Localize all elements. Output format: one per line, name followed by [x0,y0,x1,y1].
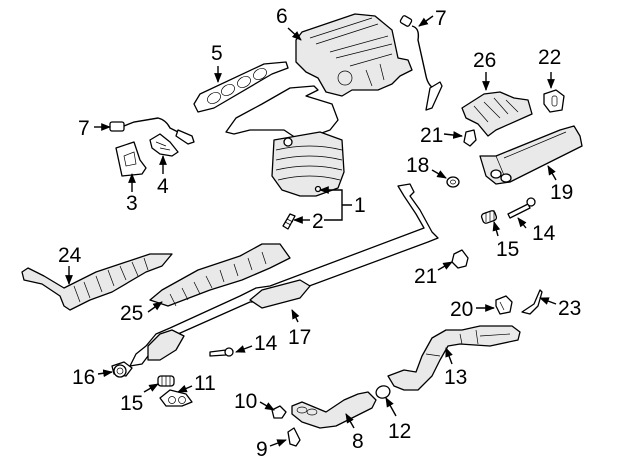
heat-shield-rear[interactable] [461,91,533,137]
gasket-ring-12[interactable] [374,384,391,400]
leader-1 [320,190,352,221]
callout-22[interactable]: 22 [538,46,561,69]
gasket-11[interactable] [159,389,193,407]
leader-19 [547,165,557,181]
callout-14-upper[interactable]: 14 [532,222,556,245]
bolt-upper[interactable] [507,197,536,219]
oxygen-sensor-upper[interactable] [399,15,443,111]
nut[interactable] [271,405,287,419]
gasket-ring-16[interactable] [113,364,127,378]
callout-21-lower[interactable]: 21 [414,265,437,288]
callout-19[interactable]: 19 [550,181,573,204]
front-pipe[interactable] [291,391,377,429]
callout-23[interactable]: 23 [558,297,581,320]
leader-7-upper [418,15,434,27]
hanger-lower[interactable] [451,249,469,269]
leader-14-lower [235,345,253,353]
oxygen-sensor-lower[interactable] [109,117,195,145]
hanger-20[interactable] [495,295,513,315]
callout-14-lower[interactable]: 14 [254,332,278,355]
callouts: 1 2 3 4 5 6 7 7 8 9 10 11 [58,5,581,461]
manifold-gasket[interactable] [193,61,289,113]
leader-15-upper [492,221,501,237]
leader-14-upper [517,217,527,229]
leader-17 [291,309,300,323]
callout-18[interactable]: 18 [406,154,429,177]
callout-7-upper[interactable]: 7 [435,7,447,30]
callout-20[interactable]: 20 [450,298,473,321]
callout-13[interactable]: 13 [444,366,467,389]
bolt-lower[interactable] [209,347,234,357]
gasket-ring-18[interactable] [446,176,460,188]
leader-12 [385,397,397,417]
leader-21-lower [437,261,453,271]
bracket-23[interactable] [521,289,543,315]
callout-24[interactable]: 24 [58,244,82,267]
stud[interactable] [282,213,296,230]
muffler[interactable] [479,125,583,185]
callout-9[interactable]: 9 [256,438,268,461]
callout-7-lower[interactable]: 7 [78,117,90,140]
hanger-upper[interactable] [463,129,477,147]
callout-12[interactable]: 12 [388,420,411,443]
callout-25[interactable]: 25 [120,302,143,325]
leader-16 [97,369,113,378]
leader-13 [445,347,453,365]
leader-11 [177,384,193,393]
bracket-4[interactable] [149,133,179,157]
callout-6[interactable]: 6 [276,5,288,28]
leader-8 [345,413,355,429]
callout-15-lower[interactable]: 15 [120,392,143,415]
leader-6 [287,27,302,41]
spring-lower[interactable] [157,375,175,387]
bracket-3[interactable] [115,141,147,177]
callout-4[interactable]: 4 [157,175,169,198]
callout-11[interactable]: 11 [194,372,216,395]
leader-21-upper [443,131,463,139]
callout-15-upper[interactable]: 15 [496,238,519,261]
callout-1[interactable]: 1 [354,194,366,217]
callout-21-upper[interactable]: 21 [420,124,443,147]
spring-upper[interactable] [480,210,498,224]
callout-26[interactable]: 26 [473,49,496,72]
bolt-9[interactable] [287,427,301,447]
leader-10 [259,401,275,411]
leader-15-lower [143,383,159,393]
catalytic-converter-manifold[interactable] [225,85,345,197]
heat-shield-upper[interactable] [295,13,413,97]
callout-3[interactable]: 3 [126,192,138,215]
heat-shield-front[interactable] [21,253,173,311]
hanger-insulator[interactable] [543,89,565,113]
callout-8[interactable]: 8 [352,430,364,453]
callout-17[interactable]: 17 [288,326,311,349]
leader-23 [539,297,557,305]
leader-18 [431,169,447,179]
leader-25 [147,301,163,313]
callout-10[interactable]: 10 [234,390,257,413]
flex-pipe[interactable] [387,325,521,391]
callout-5[interactable]: 5 [211,42,223,65]
heat-shield-center[interactable] [149,243,291,307]
leader-9 [269,439,287,447]
callout-2[interactable]: 2 [312,210,324,233]
callout-16[interactable]: 16 [72,366,95,389]
